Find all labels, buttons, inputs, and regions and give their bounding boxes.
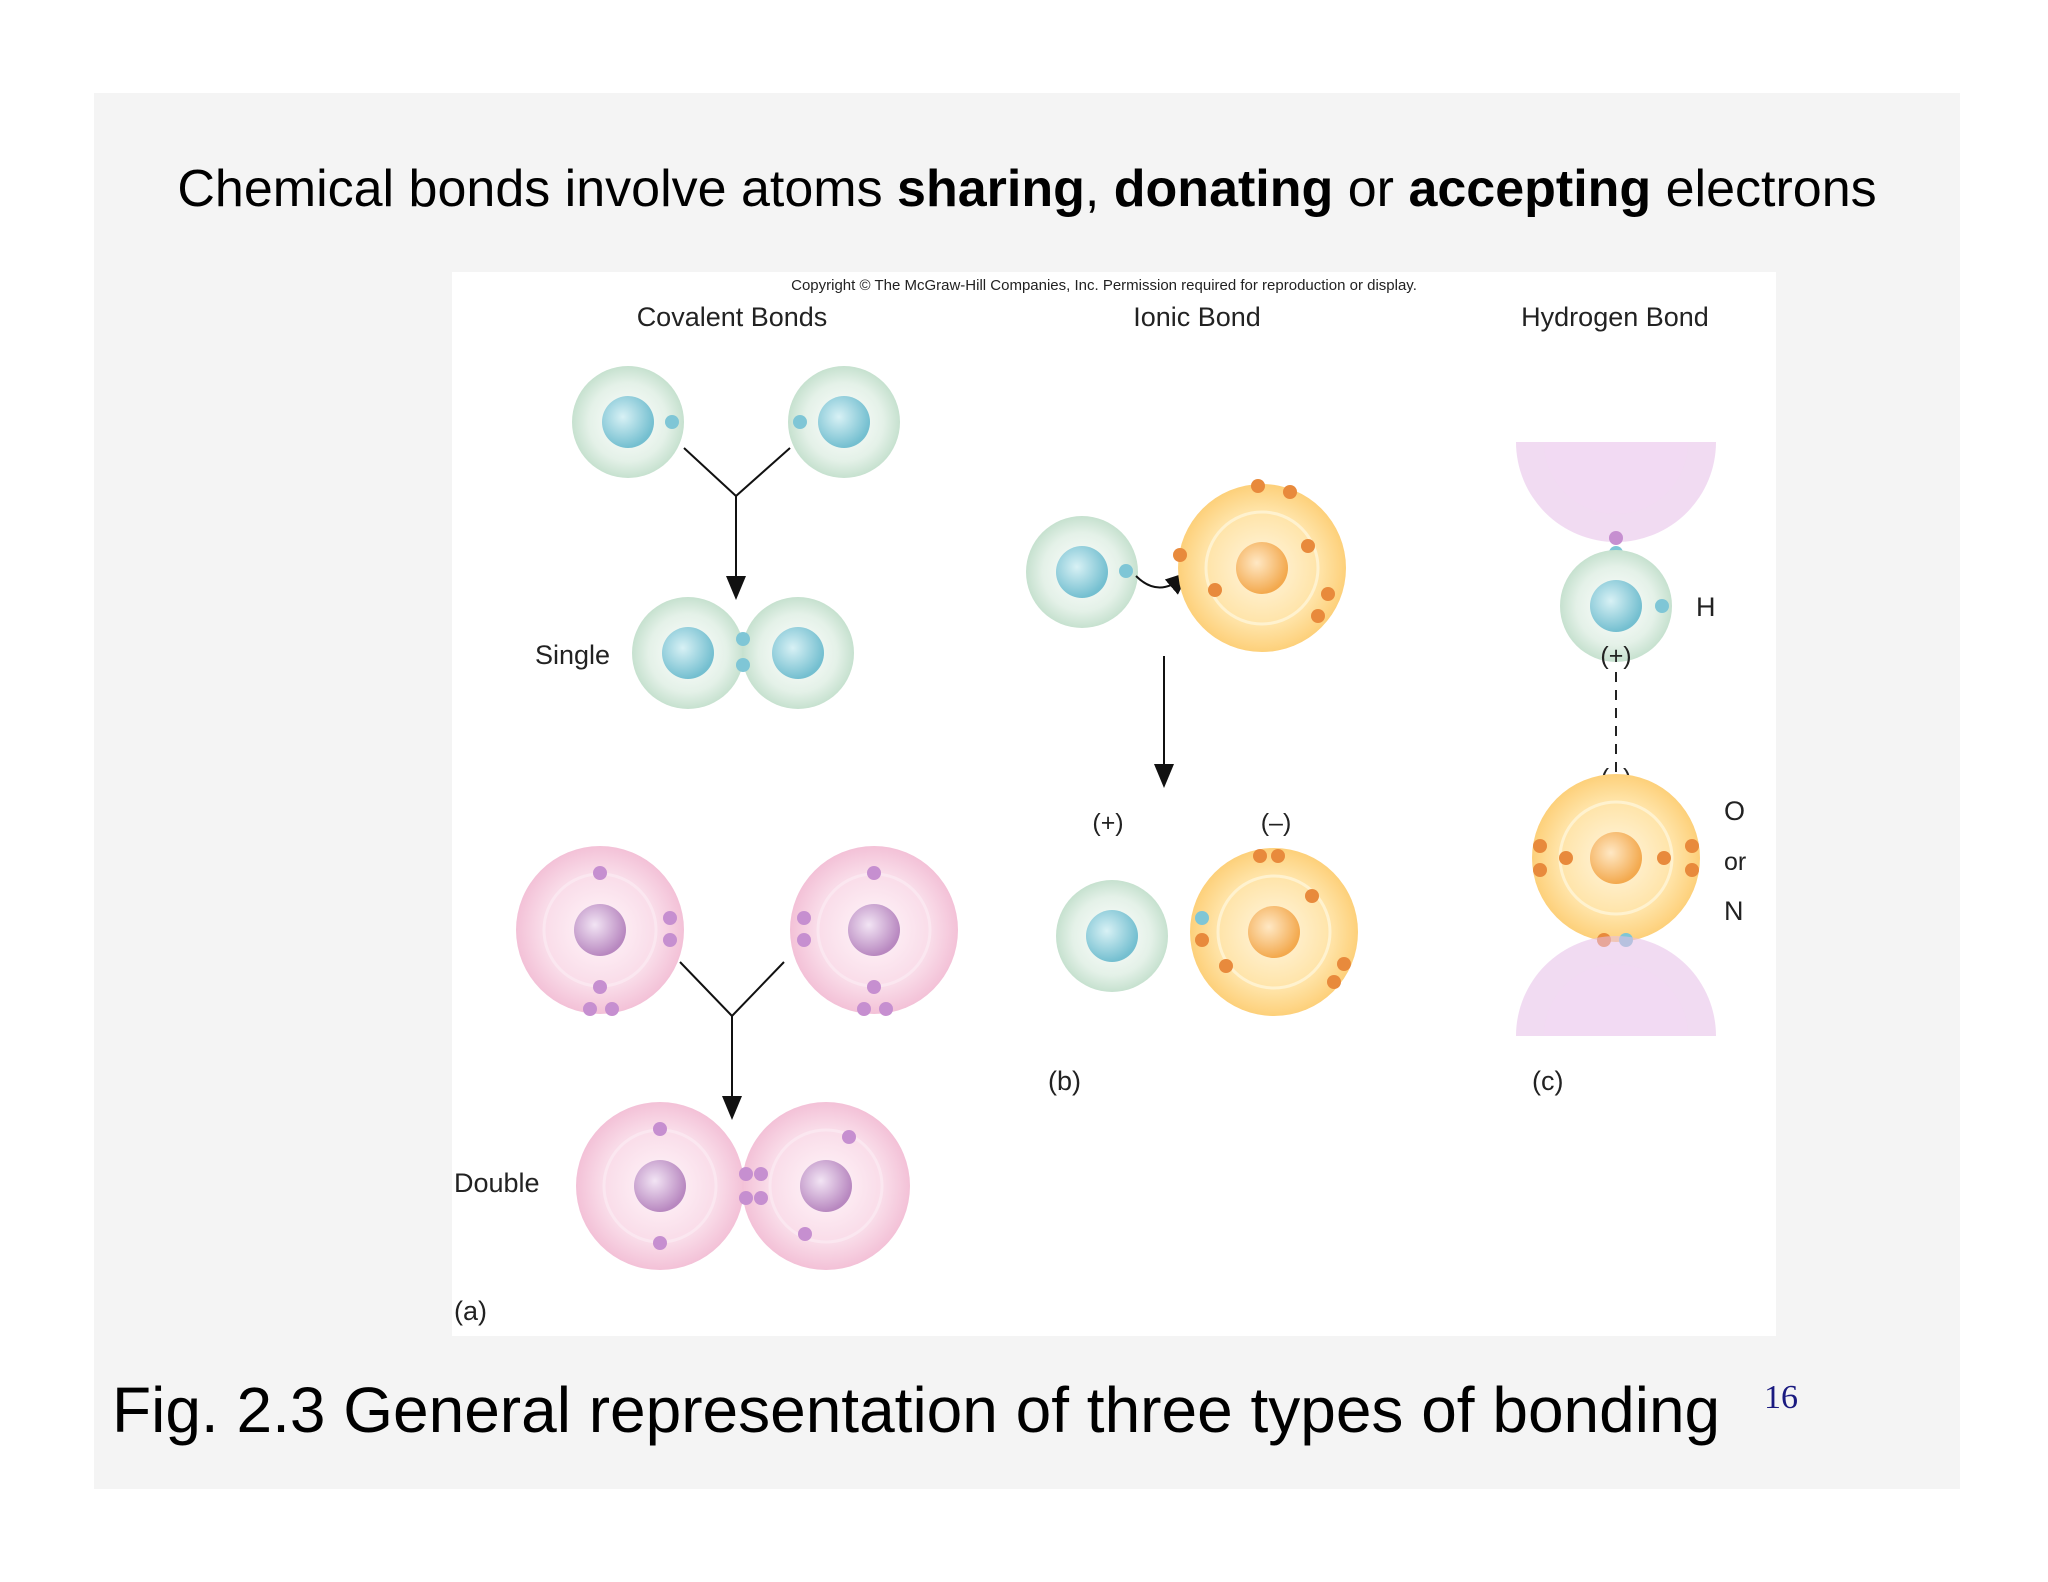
sodium-ion	[1056, 880, 1168, 992]
figure-caption: Fig. 2.3 General representation of three…	[112, 1374, 1721, 1446]
headline-bold-donating: donating	[1113, 160, 1334, 218]
headline-text: Chemical bonds involve atoms	[177, 160, 898, 218]
hydrogen-label: H	[1696, 592, 1716, 622]
oxygen-symbol: O	[1724, 796, 1745, 826]
chlorine-atom	[1173, 479, 1346, 652]
adjacent-molecule-top	[1516, 442, 1716, 542]
bonding-figure: Copyright © The McGraw-Hill Companies, I…	[452, 272, 1776, 1336]
slide: Chemical bonds involve atoms sharing, do…	[94, 93, 1960, 1489]
oxygen-atom-right	[790, 846, 958, 1016]
headline: Chemical bonds involve atoms sharing, do…	[94, 159, 1960, 219]
electron-transfer-arrow	[1135, 571, 1190, 595]
cation-charge-label: (+)	[1092, 809, 1123, 837]
anion-charge-label: (–)	[1261, 809, 1292, 837]
hydrogen-atom-right	[788, 366, 900, 478]
headline-text: electrons	[1651, 160, 1877, 218]
sodium-atom	[1026, 516, 1138, 628]
ionic-title: Ionic Bond	[1133, 302, 1261, 332]
headline-bold-sharing: sharing	[897, 160, 1085, 218]
adjacent-molecule-bottom	[1516, 936, 1716, 1036]
or-label: or	[1724, 848, 1746, 876]
nitrogen-symbol: N	[1724, 896, 1744, 926]
electronegative-atom	[1532, 774, 1700, 947]
chloride-ion	[1190, 848, 1358, 1016]
headline-bold-accepting: accepting	[1408, 160, 1652, 218]
hydrogen-bond-title: Hydrogen Bond	[1521, 302, 1709, 332]
single-bond-molecule	[632, 597, 854, 709]
oxygen-atom-left	[516, 846, 684, 1016]
headline-text: or	[1333, 160, 1409, 218]
bonding-diagram: Copyright © The McGraw-Hill Companies, I…	[454, 277, 1746, 1326]
hydrogen-atom-left	[572, 366, 684, 478]
single-label: Single	[535, 640, 610, 670]
panel-b-letter: (b)	[1048, 1066, 1081, 1096]
page-number: 16	[1764, 1379, 1798, 1416]
panel-a-letter: (a)	[454, 1296, 487, 1326]
copyright-notice: Copyright © The McGraw-Hill Companies, I…	[791, 277, 1417, 294]
hydrogen-atom-hbond	[1560, 550, 1672, 662]
merge-lines	[683, 447, 791, 498]
double-label: Double	[454, 1168, 540, 1198]
bond-electron	[1609, 531, 1623, 545]
panel-c-letter: (c)	[1532, 1066, 1563, 1096]
headline-text: ,	[1084, 160, 1114, 218]
merge-lines-double	[679, 961, 785, 1018]
covalent-title: Covalent Bonds	[637, 302, 828, 332]
partial-positive-label: (+)	[1600, 642, 1631, 670]
double-bond-molecule	[576, 1102, 910, 1270]
